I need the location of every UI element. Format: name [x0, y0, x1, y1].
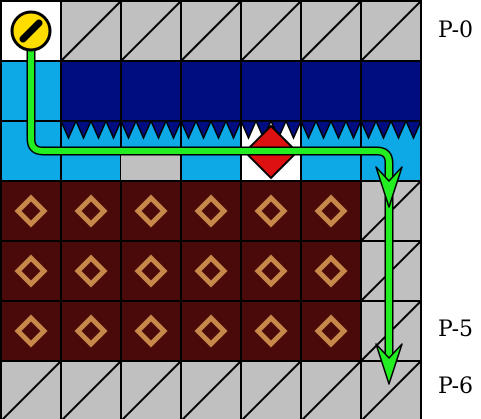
tile-crate [180, 240, 242, 302]
token-slash [19, 19, 43, 43]
spike-icon [299, 119, 363, 140]
tile-deep [120, 60, 182, 122]
tile-deep [180, 60, 242, 122]
tile-floor [300, 360, 362, 419]
route-path [28, 51, 392, 360]
tile-floor [0, 360, 62, 419]
tile-floor [60, 0, 122, 62]
diamond-mark-icon [14, 194, 48, 228]
tile-crate [60, 240, 122, 302]
tile-crate [60, 300, 122, 362]
spike-icon [59, 119, 123, 140]
tile-floor [120, 360, 182, 419]
diamond-mark-icon [254, 254, 288, 288]
diamond-mark-icon [134, 194, 168, 228]
tile-crate [300, 300, 362, 362]
tile-crate [240, 180, 302, 242]
tile-floor [180, 0, 242, 62]
spike-icon [179, 119, 243, 140]
tile-floor [120, 0, 182, 62]
tile-crate [180, 180, 242, 242]
diamond-mark-icon [14, 314, 48, 348]
tile-floor [60, 360, 122, 419]
tile-floor [180, 360, 242, 419]
tile-crate [240, 300, 302, 362]
tile-deep [360, 60, 422, 122]
tile-crate [180, 300, 242, 362]
tile-crate [300, 180, 362, 242]
diamond-mark-icon [194, 254, 228, 288]
tile-floor [360, 0, 422, 62]
diamond-mark-icon [74, 254, 108, 288]
tile-crate [300, 240, 362, 302]
arrow-head-icon [375, 166, 403, 208]
tile-floor [240, 360, 302, 419]
diamond-mark-icon [254, 194, 288, 228]
tile-floor [300, 0, 362, 62]
tile-crate [240, 240, 302, 302]
tile-floor [240, 0, 302, 62]
diamond-mark-icon [254, 314, 288, 348]
tile-crate [120, 300, 182, 362]
spike-icon [359, 119, 423, 140]
diamond-mark-icon [74, 314, 108, 348]
tile-deep [60, 60, 122, 122]
tile-crate [0, 240, 62, 302]
tile-crate [0, 180, 62, 242]
diamond-mark-icon [194, 194, 228, 228]
spike-icon [119, 119, 183, 140]
diamond-mark-icon [74, 194, 108, 228]
tile-crate [0, 300, 62, 362]
diamond-mark-icon [134, 254, 168, 288]
tile-deep [240, 60, 302, 122]
tile-deep [300, 60, 362, 122]
tile-crate [120, 180, 182, 242]
diamond-mark-icon [14, 254, 48, 288]
tile-crate [120, 240, 182, 302]
diamond-mark-icon [194, 314, 228, 348]
tile-crate [60, 180, 122, 242]
arrow-head-icon [375, 343, 403, 385]
diamond-mark-icon [134, 314, 168, 348]
diamond-mark-icon [314, 314, 348, 348]
tile-floor [360, 360, 422, 419]
diamond-mark-icon [314, 194, 348, 228]
row-label-p6: P-6 [438, 374, 474, 399]
diamond-mark-icon [314, 254, 348, 288]
row-label-p0: P-0 [438, 18, 474, 43]
row-label-p5: P-5 [438, 317, 474, 342]
